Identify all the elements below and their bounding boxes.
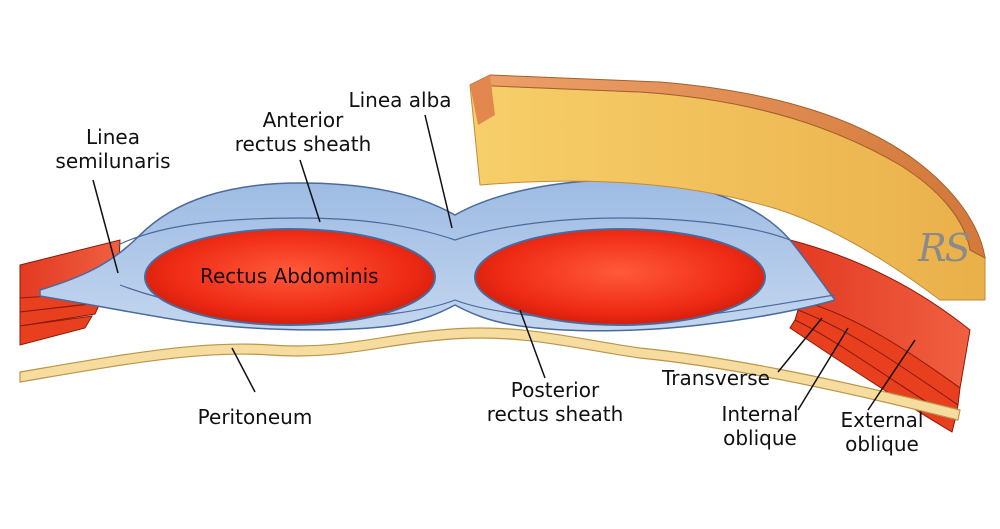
label-internal-oblique: Internal oblique [721,402,799,450]
label-anterior-rectus-sheath: Anterior rectus sheath [234,108,372,156]
label-peritoneum: Peritoneum [197,405,313,429]
peritoneum-layer [19,327,961,421]
label-linea-semilunaris: Linea semilunaris [55,125,171,173]
label-transverse: Transverse [662,366,770,390]
rectus-abdominis-right [474,228,766,326]
label-linea-alba: Linea alba [348,88,452,112]
label-posterior-rectus-sheath: Posterior rectus sheath [486,378,624,426]
label-external-oblique: External oblique [840,408,924,456]
rectus-abdominis-left [144,228,436,326]
artist-signature: RS [918,226,971,270]
label-rectus-abdominis: Rectus Abdominis [200,264,379,288]
leader-lines [92,114,916,411]
skin-fat-flap [469,74,986,301]
